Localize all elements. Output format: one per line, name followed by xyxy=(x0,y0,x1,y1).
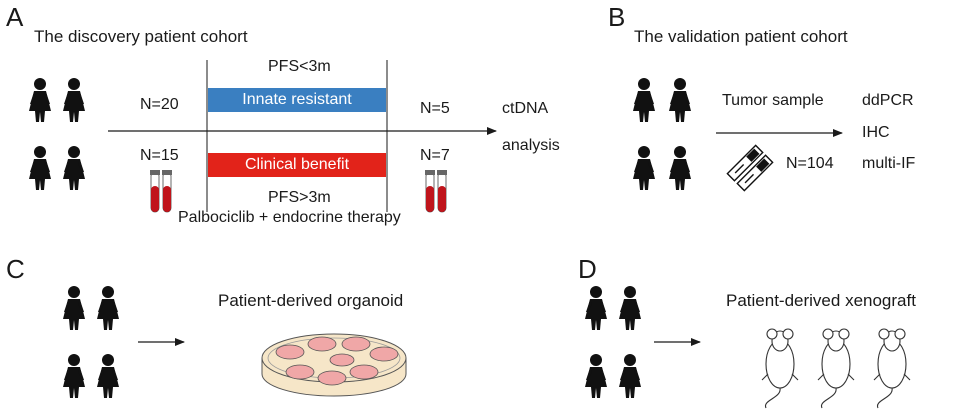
therapy-label: Palbociclib + endocrine therapy xyxy=(178,209,401,226)
female-patient-icon xyxy=(633,78,655,122)
mice-group xyxy=(761,328,911,409)
female-patient-icon-group-d xyxy=(585,286,641,398)
female-patient-icon xyxy=(669,78,691,122)
method-ddpcr: ddPCR xyxy=(862,92,914,109)
n-bottom-left: N=15 xyxy=(140,147,179,164)
panel-a-title: The discovery patient cohort xyxy=(34,27,248,46)
n-validation-label: N=104 xyxy=(786,155,834,172)
n-top-right: N=5 xyxy=(420,100,450,117)
tumor-sample-label: Tumor sample xyxy=(722,92,824,109)
pfs-top-label: PFS<3m xyxy=(268,58,331,75)
blood-tube-icon xyxy=(150,170,160,213)
female-patient-icon xyxy=(585,286,607,330)
mouse-icon xyxy=(873,328,911,409)
female-patient-icon xyxy=(619,286,641,330)
female-patient-icon-group-c xyxy=(63,286,119,398)
panel-b-title: The validation patient cohort xyxy=(634,27,848,46)
panel-a-letter: A xyxy=(6,2,24,32)
female-patient-icon xyxy=(63,354,85,398)
female-patient-icon xyxy=(97,354,119,398)
method-multi-if: multi-IF xyxy=(862,155,916,172)
panel-b-letter: B xyxy=(608,2,626,32)
innate-resistant-bar: Innate resistant xyxy=(208,88,386,112)
female-patient-icon-group-a xyxy=(29,78,85,190)
clinical-benefit-label: Clinical benefit xyxy=(244,156,350,173)
innate-resistant-label: Innate resistant xyxy=(242,91,352,108)
organoid-cluster xyxy=(275,336,399,386)
mouse-icon xyxy=(817,328,855,409)
panel-c-title: Patient-derived organoid xyxy=(218,291,404,310)
female-patient-icon xyxy=(63,146,85,190)
method-ihc: IHC xyxy=(862,124,890,141)
n-bottom-right: N=7 xyxy=(420,147,450,164)
panel-d-title: Patient-derived xenograft xyxy=(726,291,916,310)
female-patient-icon xyxy=(633,146,655,190)
pfs-bottom-label: PFS>3m xyxy=(268,189,331,206)
blood-tube-icon xyxy=(437,170,447,213)
female-patient-icon xyxy=(29,78,51,122)
n-top-left: N=20 xyxy=(140,96,179,113)
mouse-icon xyxy=(761,328,799,409)
female-patient-icon xyxy=(585,354,607,398)
female-patient-icon-group-b xyxy=(633,78,691,190)
outcome-line2: analysis xyxy=(502,137,560,154)
panel-d-letter: D xyxy=(578,254,597,284)
female-patient-icon xyxy=(619,354,641,398)
female-patient-icon xyxy=(29,146,51,190)
clinical-benefit-bar: Clinical benefit xyxy=(208,153,386,177)
female-patient-icon xyxy=(669,146,691,190)
blood-tube-icon xyxy=(162,170,172,213)
tissue-slide-icon xyxy=(726,144,774,192)
outcome-line1: ctDNA xyxy=(502,100,549,117)
blood-tube-icon xyxy=(425,170,435,213)
female-patient-icon xyxy=(97,286,119,330)
female-patient-icon xyxy=(63,286,85,330)
panel-c-letter: C xyxy=(6,254,25,284)
female-patient-icon xyxy=(63,78,85,122)
